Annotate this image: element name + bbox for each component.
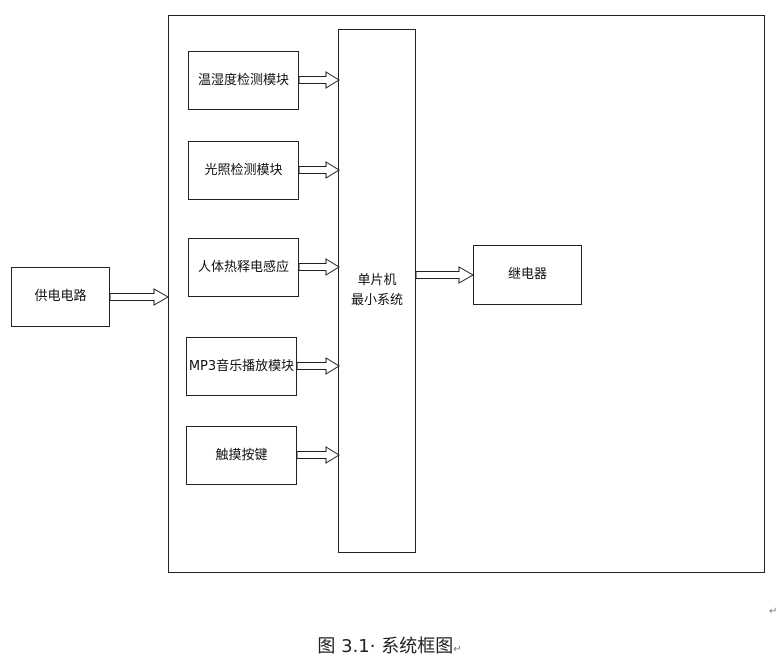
system-boundary: [168, 15, 765, 573]
relay-label: 继电器: [507, 267, 547, 282]
arrow-touch-key-to-mcu: [296, 446, 340, 464]
power-supply-label: 供电电路: [34, 289, 87, 304]
figure-caption-text: 图 3.1· 系统框图: [317, 636, 454, 657]
light-sensor-module-label: 光照检测模块: [204, 162, 283, 178]
mcu-label-line-1: 单片机: [357, 273, 397, 288]
relay-box: 继电器: [473, 245, 582, 305]
touch-key-module-label: 触摸按键: [215, 447, 268, 463]
mcu-box: 单片机 最小系统: [338, 29, 416, 553]
arrow-light-to-mcu: [298, 161, 340, 179]
arrow-temp-humidity-to-mcu: [298, 71, 340, 89]
caption-return-mark: ↵: [453, 644, 462, 655]
power-supply-box: 供电电路: [11, 267, 110, 327]
pir-sensor-module-label: 人体热释电感应: [197, 259, 289, 275]
temp-humidity-module-label: 温湿度检测模块: [197, 72, 289, 88]
temp-humidity-module-box: 温湿度检测模块: [188, 51, 299, 110]
margin-return-mark: ↵: [769, 606, 778, 617]
arrow-mcu-to-relay: [415, 266, 475, 284]
arrow-mp3-to-mcu: [296, 357, 340, 375]
arrow-pir-to-mcu: [298, 258, 340, 276]
light-sensor-module-box: 光照检测模块: [188, 141, 299, 200]
touch-key-module-box: 触摸按键: [186, 426, 297, 485]
mp3-module-label: MP3音乐播放模块: [188, 358, 295, 374]
mcu-label-line-2: 最小系统: [350, 293, 403, 308]
mcu-label: 单片机 最小系统: [351, 271, 403, 311]
figure-caption: 图 3.1· 系统框图↵: [0, 632, 779, 658]
arrow-power-to-system: [109, 288, 170, 306]
